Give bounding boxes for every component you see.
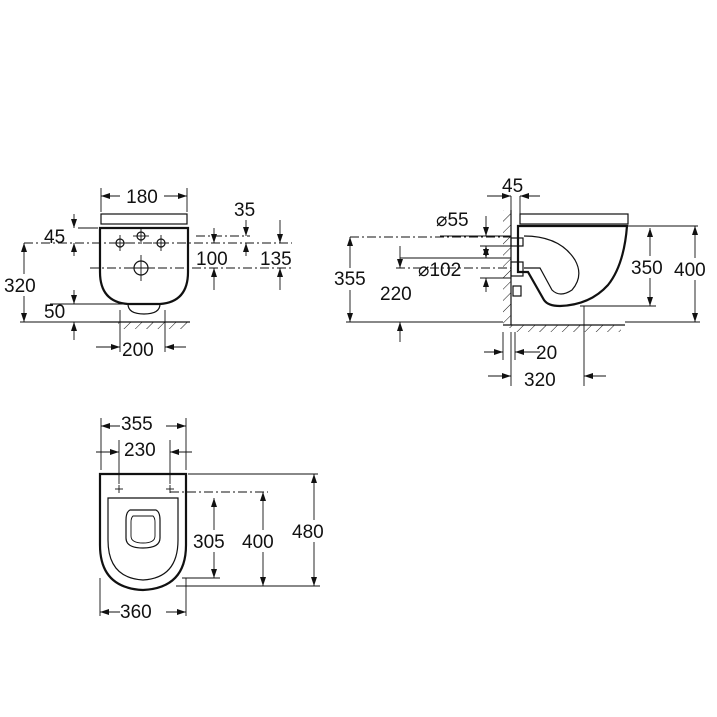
side-floor-hatch <box>511 325 621 332</box>
side-bowl-outline <box>516 224 629 308</box>
top-dim-305: 305 <box>193 532 225 553</box>
side-dim-320: 320 <box>524 370 556 391</box>
top-dim-230: 230 <box>124 440 156 461</box>
side-dim-400: 400 <box>674 260 706 281</box>
top-bowl-outline <box>98 472 188 592</box>
front-dim-200: 200 <box>122 340 154 361</box>
top-seat-ring <box>107 497 179 581</box>
side-wall-hatch <box>503 210 511 328</box>
side-inlet-pipe <box>510 237 524 247</box>
top-dim-360: 360 <box>120 602 152 623</box>
top-bowl-opening <box>125 509 161 549</box>
front-dim-135: 135 <box>260 249 292 270</box>
side-dim-355: 355 <box>334 269 366 290</box>
side-dim-102: ⌀102 <box>418 260 461 281</box>
top-view: 355 230 305 400 480 <box>96 412 338 623</box>
side-dim-350: 350 <box>631 258 663 279</box>
front-view: 180 45 35 100 135 320 <box>2 184 292 361</box>
side-view: 45 ⌀55 ⌀102 355 220 <box>332 176 716 391</box>
front-floor-hatch <box>118 322 188 329</box>
side-dim-45: 45 <box>502 176 523 197</box>
side-dim-55: ⌀55 <box>436 210 469 231</box>
front-dim-45: 45 <box>44 227 65 248</box>
top-dim-480: 480 <box>292 522 324 543</box>
side-lid <box>519 213 629 225</box>
front-lid <box>100 213 188 225</box>
front-dim-180: 180 <box>126 187 158 208</box>
front-center-mark <box>133 228 149 244</box>
top-fixing-mark-left <box>115 485 123 493</box>
side-outlet-pipe <box>510 261 524 277</box>
side-dim-220: 220 <box>380 284 412 305</box>
top-dim-355: 355 <box>121 414 153 435</box>
front-dim-100: 100 <box>196 249 228 270</box>
front-dim-35: 35 <box>234 200 255 221</box>
front-outlet <box>127 303 161 315</box>
side-dim-20: 20 <box>536 343 557 364</box>
side-trap <box>523 235 580 295</box>
top-dim-400: 400 <box>242 532 274 553</box>
front-dim-50: 50 <box>44 302 65 323</box>
front-dim-320: 320 <box>4 276 36 297</box>
